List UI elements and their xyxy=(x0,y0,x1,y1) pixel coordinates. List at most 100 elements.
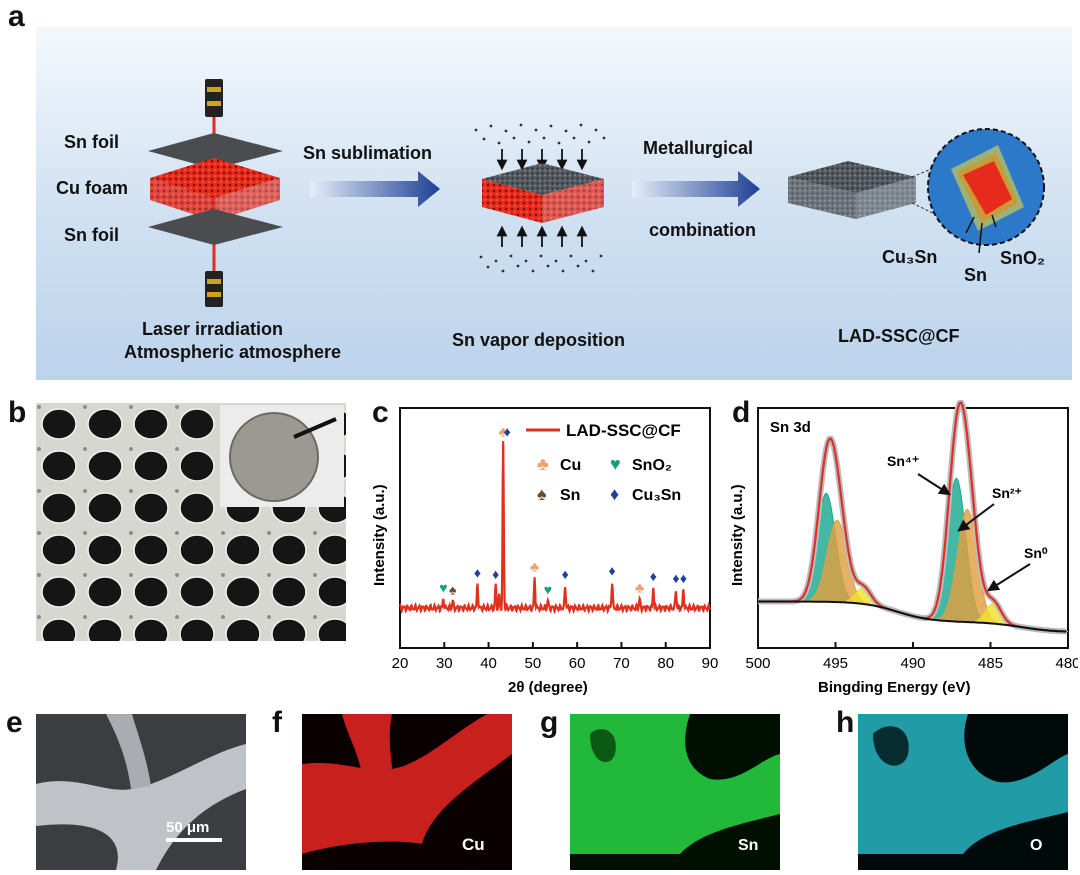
plot-frame xyxy=(757,407,1069,649)
peak-marker-diamond: ♦ xyxy=(672,570,679,586)
x-tick-label: 40 xyxy=(480,655,497,672)
annotation-sn0: Sn⁰ xyxy=(1024,545,1048,561)
eds-map-o: O xyxy=(858,714,1068,870)
legend-series-label: LAD-SSC@CF xyxy=(566,421,681,440)
eds-map-sn: Sn xyxy=(570,714,780,870)
sn-foil-top xyxy=(148,133,283,169)
schematic-drawing xyxy=(148,79,1045,307)
peak-marker-spade: ♠ xyxy=(449,581,457,597)
annotation-arrow-sn4 xyxy=(917,473,952,496)
label-sn-foil-bottom: Sn foil xyxy=(64,225,119,245)
x-tick-label: 480 xyxy=(1055,655,1078,672)
scale-bar xyxy=(166,838,222,842)
annotations: Sn⁴⁺ Sn²⁺ Sn⁰ xyxy=(887,453,1048,592)
cross-section-zoom xyxy=(927,128,1045,246)
element-label-o: O xyxy=(1030,837,1042,854)
panel-label-c: c xyxy=(372,396,389,429)
peak-marker-club: ♣ xyxy=(499,424,508,440)
x-tick-label: 500 xyxy=(745,655,770,672)
eds-map-cu: Cu xyxy=(302,714,512,870)
label-sn-sublimation: Sn sublimation xyxy=(303,143,433,163)
sn-foil-bottom xyxy=(148,209,283,245)
peak-marker-diamond: ♦ xyxy=(492,566,499,582)
element-label-sn: Sn xyxy=(738,837,758,854)
panel-label-h: h xyxy=(836,706,855,739)
tweezer-tip xyxy=(293,417,337,439)
x-tick-label: 90 xyxy=(702,655,719,672)
panel-label-g: g xyxy=(540,706,559,739)
peak-marker-club: ♣ xyxy=(635,580,644,596)
peak-marker-diamond: ♦ xyxy=(562,566,569,582)
x-axis-label: 2θ (degree) xyxy=(508,679,588,696)
caption-vapor-deposition: Sn vapor deposition xyxy=(452,330,626,350)
legend-cu3sn-symbol: ♦ xyxy=(610,484,619,504)
legend-sn-label: Sn xyxy=(560,487,580,504)
cu-foam-photo xyxy=(36,403,346,641)
label-cu3sn: Cu₃Sn xyxy=(882,247,938,267)
legend: LAD-SSC@CF ♣ Cu ♥ SnO₂ ♠ Sn ♦ Cu₃Sn xyxy=(526,421,681,504)
panel-label-d: d xyxy=(732,396,751,429)
chart-title: Sn 3d xyxy=(770,419,811,436)
label-metallurgical: Metallurgical xyxy=(643,138,754,158)
y-axis-label: Intensity (a.u.) xyxy=(371,484,388,586)
x-tick-label: 70 xyxy=(613,655,630,672)
label-combination: combination xyxy=(649,220,756,240)
legend-cu3sn-label: Cu₃Sn xyxy=(632,487,681,504)
panel-label-e: e xyxy=(6,706,23,739)
annotation-sn2: Sn²⁺ xyxy=(992,485,1022,501)
peak-marker-diamond: ♦ xyxy=(474,564,481,580)
lad-ssc-foam xyxy=(788,161,916,219)
label-sn-foil-top: Sn foil xyxy=(64,132,119,152)
annotation-arrow-sn2 xyxy=(957,503,995,532)
laser-head-top xyxy=(205,79,223,117)
x-tick-label: 495 xyxy=(823,655,848,672)
legend-sno2-label: SnO₂ xyxy=(632,457,672,474)
x-tick-label: 30 xyxy=(436,655,453,672)
sn-vapor-dots xyxy=(474,123,606,273)
caption-atmosphere: Atmospheric atmosphere xyxy=(124,342,342,362)
process-arrow-1 xyxy=(310,171,440,207)
pointer-cu3sn xyxy=(965,216,975,234)
legend-sno2-symbol: ♥ xyxy=(610,454,621,474)
y-axis-label: Intensity (a.u.) xyxy=(729,484,746,586)
peak-marker-heart: ♥ xyxy=(544,581,552,597)
x-tick-label: 60 xyxy=(569,655,586,672)
deposited-block xyxy=(482,163,604,223)
annotation-sn4: Sn⁴⁺ xyxy=(887,453,919,469)
peak-marker-club: ♣ xyxy=(530,559,539,575)
legend-sn-symbol: ♠ xyxy=(537,484,547,504)
deposition-arrows xyxy=(496,149,588,247)
peak-marker-diamond: ♦ xyxy=(504,424,511,440)
xrd-trace xyxy=(398,441,712,615)
laser-head-bottom xyxy=(205,271,223,307)
x-tick-label: 50 xyxy=(525,655,542,672)
panel-label-f: f xyxy=(272,706,282,739)
x-tick-label: 80 xyxy=(657,655,674,672)
cu-foam xyxy=(150,158,280,221)
process-arrow-2 xyxy=(632,171,760,207)
sem-image: 50 μm xyxy=(36,714,246,870)
x-axis-label: Bingding Energy (eV) xyxy=(818,679,971,696)
panel-label-b: b xyxy=(8,396,27,429)
x-tick-label: 20 xyxy=(392,655,409,672)
peak-marker-diamond: ♦ xyxy=(680,570,687,586)
peak-marker-heart: ♥ xyxy=(439,580,447,596)
x-tick-label: 485 xyxy=(978,655,1003,672)
element-label-cu: Cu xyxy=(462,835,485,854)
panel-label-a: a xyxy=(8,0,25,33)
peak-marker-diamond: ♦ xyxy=(609,562,616,578)
scale-bar-label: 50 μm xyxy=(166,819,209,836)
label-sn: Sn xyxy=(964,265,988,285)
label-sno2: SnO₂ xyxy=(1000,248,1045,268)
legend-cu-label: Cu xyxy=(560,457,581,474)
annotation-arrow-sn0 xyxy=(986,563,1031,592)
legend-cu-symbol: ♣ xyxy=(537,454,549,474)
label-cu-foam: Cu foam xyxy=(56,178,128,198)
background-line xyxy=(758,600,1067,633)
caption-lad-ssc: LAD-SSC@CF xyxy=(838,326,960,346)
caption-laser-irradiation: Laser irradiation xyxy=(142,319,284,339)
pointer-sn xyxy=(978,222,983,254)
pointer-sno2 xyxy=(991,214,997,228)
